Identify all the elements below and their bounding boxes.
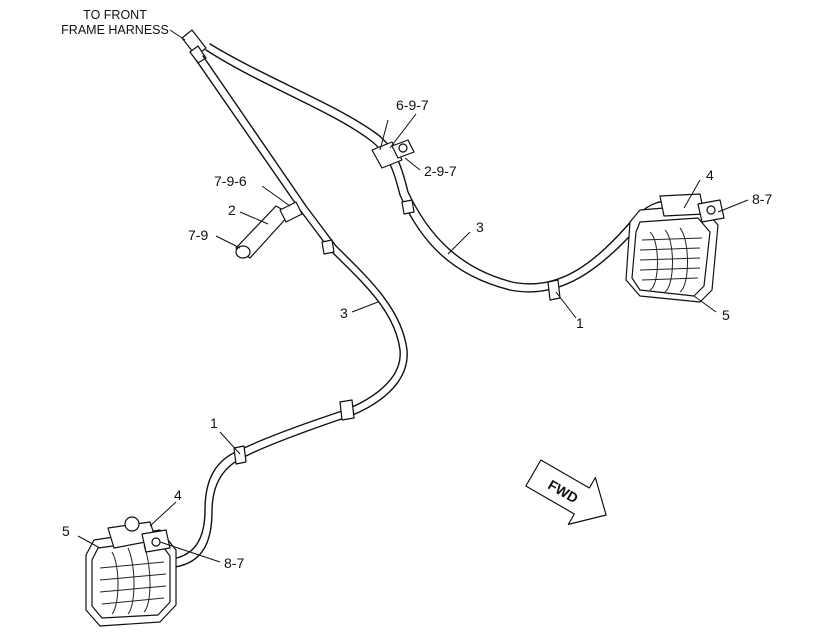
note-line-2: FRAME HARNESS [61, 23, 169, 37]
part-2-bracket [235, 201, 303, 259]
callout-1-right: 1 [576, 315, 584, 331]
callout-2: 2 [228, 202, 236, 218]
callout-2-9-7: 2-9-7 [424, 163, 457, 179]
clip-left-upper [321, 239, 335, 255]
callout-6-9-7: 6-9-7 [396, 97, 429, 113]
callout-5-right: 5 [722, 307, 730, 323]
callout-labels: 6-9-7 2-9-7 7-9-6 2 7-9 3 3 4 8-7 5 1 1 … [62, 97, 772, 571]
callout-8-7-left: 8-7 [224, 555, 244, 571]
callout-7-9-6: 7-9-6 [214, 173, 247, 189]
callout-7-9: 7-9 [188, 227, 208, 243]
callout-3-right: 3 [476, 219, 484, 235]
forward-direction-arrow: FWD [525, 459, 607, 525]
left-work-lamp [85, 516, 177, 627]
mount-bracket-upper [371, 119, 415, 169]
front-frame-harness-note: TO FRONT FRAME HARNESS [61, 8, 169, 37]
harness-connector [169, 29, 207, 64]
clip-left-middle [339, 399, 355, 421]
clip-right-upper [401, 199, 415, 215]
right-work-lamp [625, 193, 725, 303]
callout-4-right: 4 [706, 167, 714, 183]
callout-4-left: 4 [174, 487, 182, 503]
wire-harness-left-branch [159, 55, 408, 569]
callout-5-left: 5 [62, 523, 70, 539]
clip-1-right [547, 279, 561, 301]
callout-3-left: 3 [340, 305, 348, 321]
note-line-1: TO FRONT [83, 8, 147, 22]
callout-1-left: 1 [210, 415, 218, 431]
callout-leaders [77, 113, 749, 563]
callout-8-7-right: 8-7 [752, 191, 772, 207]
